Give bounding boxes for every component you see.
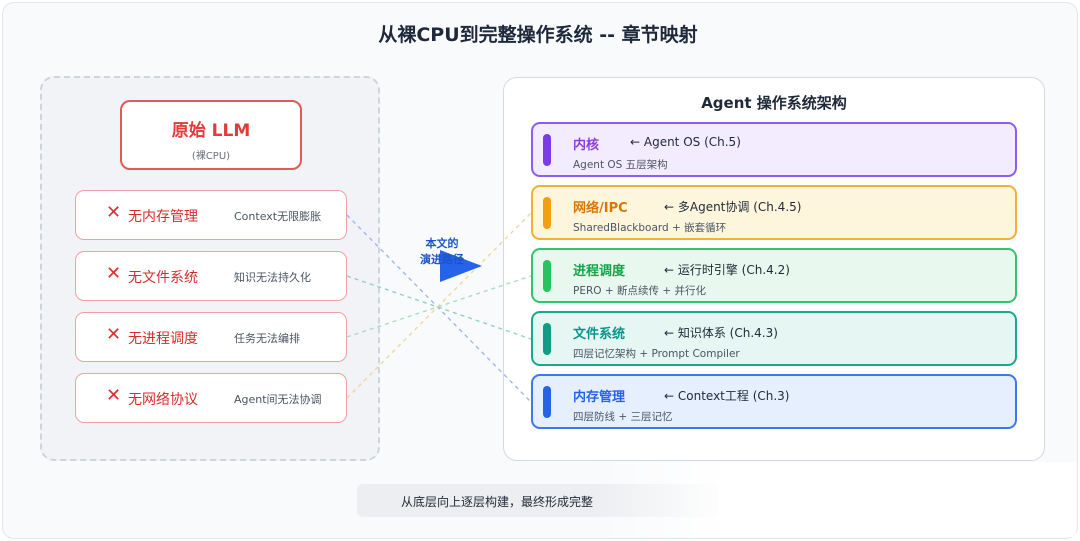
layer-desc: 四层记忆架构 + Prompt Compiler xyxy=(573,348,740,360)
raw-llm-title: 原始 LLM xyxy=(171,121,251,141)
layer-bar xyxy=(543,260,551,292)
link-memory xyxy=(346,214,532,403)
layer-name: 网络/IPC xyxy=(573,201,628,216)
lack-network-protocol: ✕ 无网络协议 Agent间无法协调 xyxy=(75,373,347,423)
lack-name: 无进程调度 xyxy=(128,331,198,347)
layer-desc: SharedBlackboard + 嵌套循环 xyxy=(573,222,727,234)
layer-chapter: ← 多Agent协调 (Ch.4.5) xyxy=(664,200,802,214)
layer-memory-management: 内存管理 ← Context工程 (Ch.3) 四层防线 + 三层记忆 xyxy=(531,374,1017,429)
agent-os-title: Agent 操作系统架构 xyxy=(701,94,847,112)
layer-name: 进程调度 xyxy=(573,264,626,279)
layer-chapter: ← 知识体系 (Ch.4.3) xyxy=(664,326,778,340)
layer-bar xyxy=(543,386,551,418)
layer-desc: 四层防线 + 三层记忆 xyxy=(573,411,673,423)
layer-chapter: ← 运行时引擎 (Ch.4.2) xyxy=(664,263,790,277)
raw-llm-subtitle: (裸CPU) xyxy=(191,151,231,162)
cross-icon: ✕ xyxy=(106,385,122,406)
layer-desc: PERO + 断点续传 + 并行化 xyxy=(573,285,706,297)
page-title: 从裸CPU到完整操作系统 -- 章节映射 xyxy=(378,24,698,46)
cross-icon: ✕ xyxy=(106,263,122,284)
evolution-path-label: 本文的 演进路径 xyxy=(406,236,478,268)
layer-name: 文件系统 xyxy=(573,327,626,342)
evolution-arrow-icon xyxy=(440,250,482,282)
layer-file-system: 文件系统 ← 知识体系 (Ch.4.3) 四层记忆架构 + Prompt Com… xyxy=(531,311,1017,366)
lack-file-system: ✕ 无文件系统 知识无法持久化 xyxy=(75,251,347,301)
layer-chapter: ← Agent OS (Ch.5) xyxy=(630,135,741,149)
lack-name: 无网络协议 xyxy=(128,392,198,408)
lack-desc: 任务无法编排 xyxy=(234,332,300,345)
layer-desc: Agent OS 五层架构 xyxy=(573,159,668,171)
layer-network-ipc: 网络/IPC ← 多Agent协调 (Ch.4.5) SharedBlackbo… xyxy=(531,185,1017,240)
layer-chapter: ← Context工程 (Ch.3) xyxy=(664,389,790,403)
link-process xyxy=(346,275,532,338)
link-network xyxy=(346,212,532,399)
layer-process-scheduling: 进程调度 ← 运行时引擎 (Ch.4.2) PERO + 断点续传 + 并行化 xyxy=(531,248,1017,303)
fade-overlay xyxy=(595,462,1076,537)
layer-bar xyxy=(543,197,551,229)
layer-name: 内存管理 xyxy=(573,390,626,405)
lack-desc: 知识无法持久化 xyxy=(234,271,311,284)
raw-llm-box: 原始 LLM (裸CPU) xyxy=(120,100,302,170)
lack-name: 无内存管理 xyxy=(128,209,198,225)
evolution-label-line2: 演进路径 xyxy=(420,253,464,266)
cross-icon: ✕ xyxy=(106,324,122,345)
link-filesystem xyxy=(346,275,532,340)
layer-name: 内核 xyxy=(573,138,600,153)
cross-icon: ✕ xyxy=(106,202,122,223)
layer-bar xyxy=(543,323,551,355)
lack-desc: Agent间无法协调 xyxy=(234,393,322,406)
lack-process-scheduling: ✕ 无进程调度 任务无法编排 xyxy=(75,312,347,362)
lack-desc: Context无限膨胀 xyxy=(234,210,322,223)
lack-name: 无文件系统 xyxy=(128,270,198,286)
layer-bar xyxy=(543,134,551,166)
evolution-label-line1: 本文的 xyxy=(425,237,459,250)
lack-memory-management: ✕ 无内存管理 Context无限膨胀 xyxy=(75,190,347,240)
layer-kernel: 内核 ← Agent OS (Ch.5) Agent OS 五层架构 xyxy=(531,122,1017,177)
